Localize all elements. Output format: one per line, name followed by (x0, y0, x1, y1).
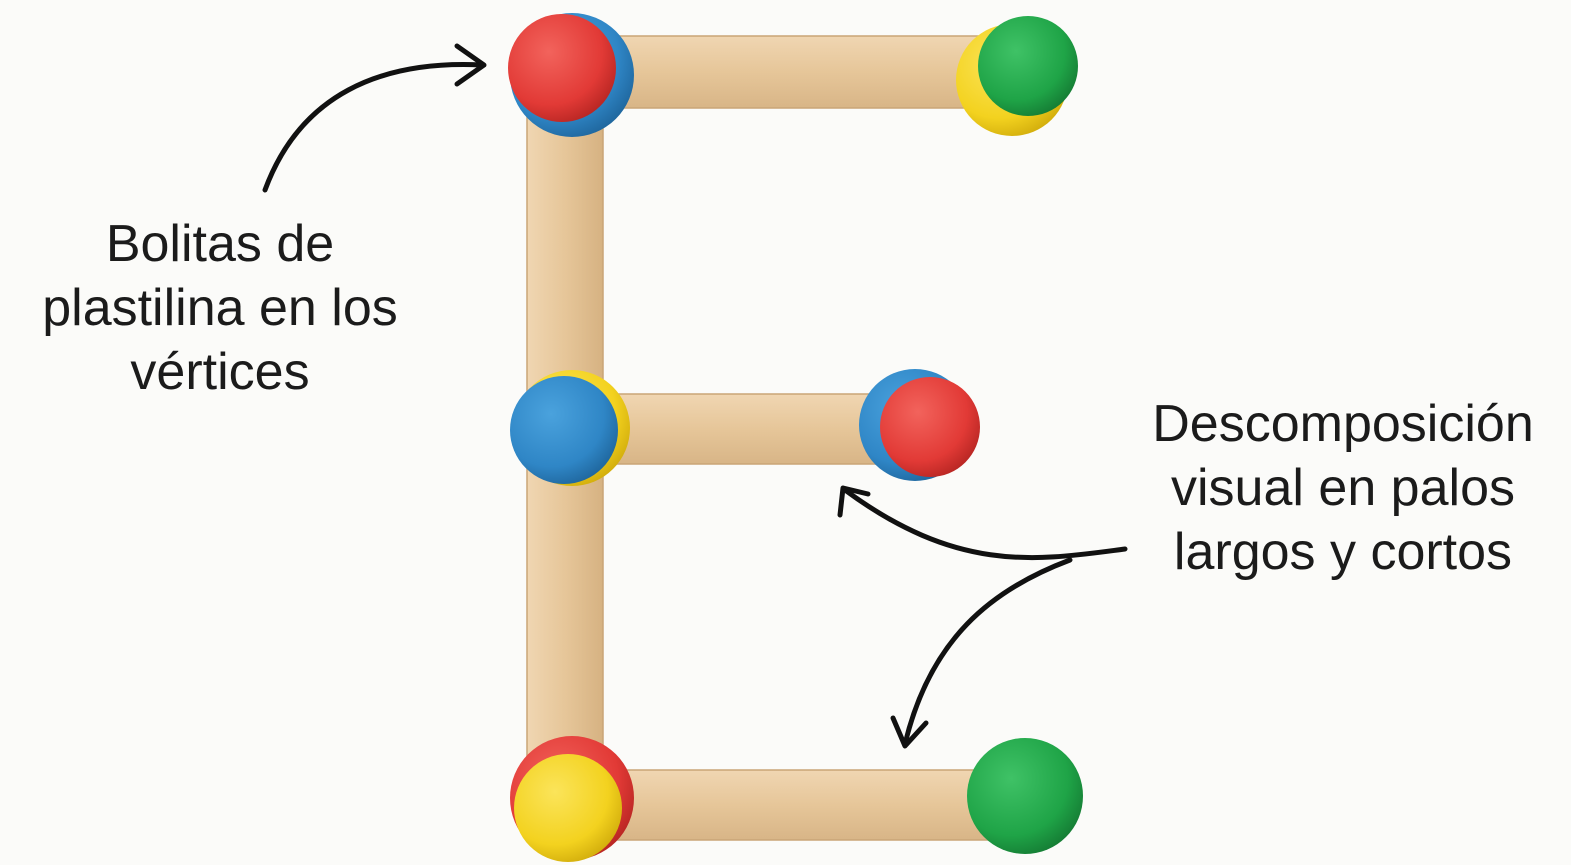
ball-bottom-left (510, 736, 634, 862)
decomposition-label-line: largos y cortos (1173, 523, 1513, 581)
decomposition-label: Descomposición visual en palos largos y … (1118, 392, 1568, 584)
ball-middle-right (859, 369, 980, 481)
vertices-label: Bolitas de plastilina en los vértices (10, 212, 430, 404)
ball-top-left (508, 13, 634, 137)
ball-middle-left (510, 370, 630, 486)
ball-bottom-right (967, 738, 1083, 854)
vertices-label-line: Bolitas de (105, 215, 335, 273)
vertices-label-line: vértices (130, 343, 310, 401)
decomposition-label-line: visual en palos (1171, 459, 1515, 517)
ball-top-right (956, 16, 1078, 136)
decomposition-label-line: Descomposición (1152, 395, 1534, 453)
arrow-vertices (262, 43, 487, 193)
vertices-label-line: plastilina en los (42, 279, 398, 337)
arrow-decomposition (837, 485, 1128, 749)
